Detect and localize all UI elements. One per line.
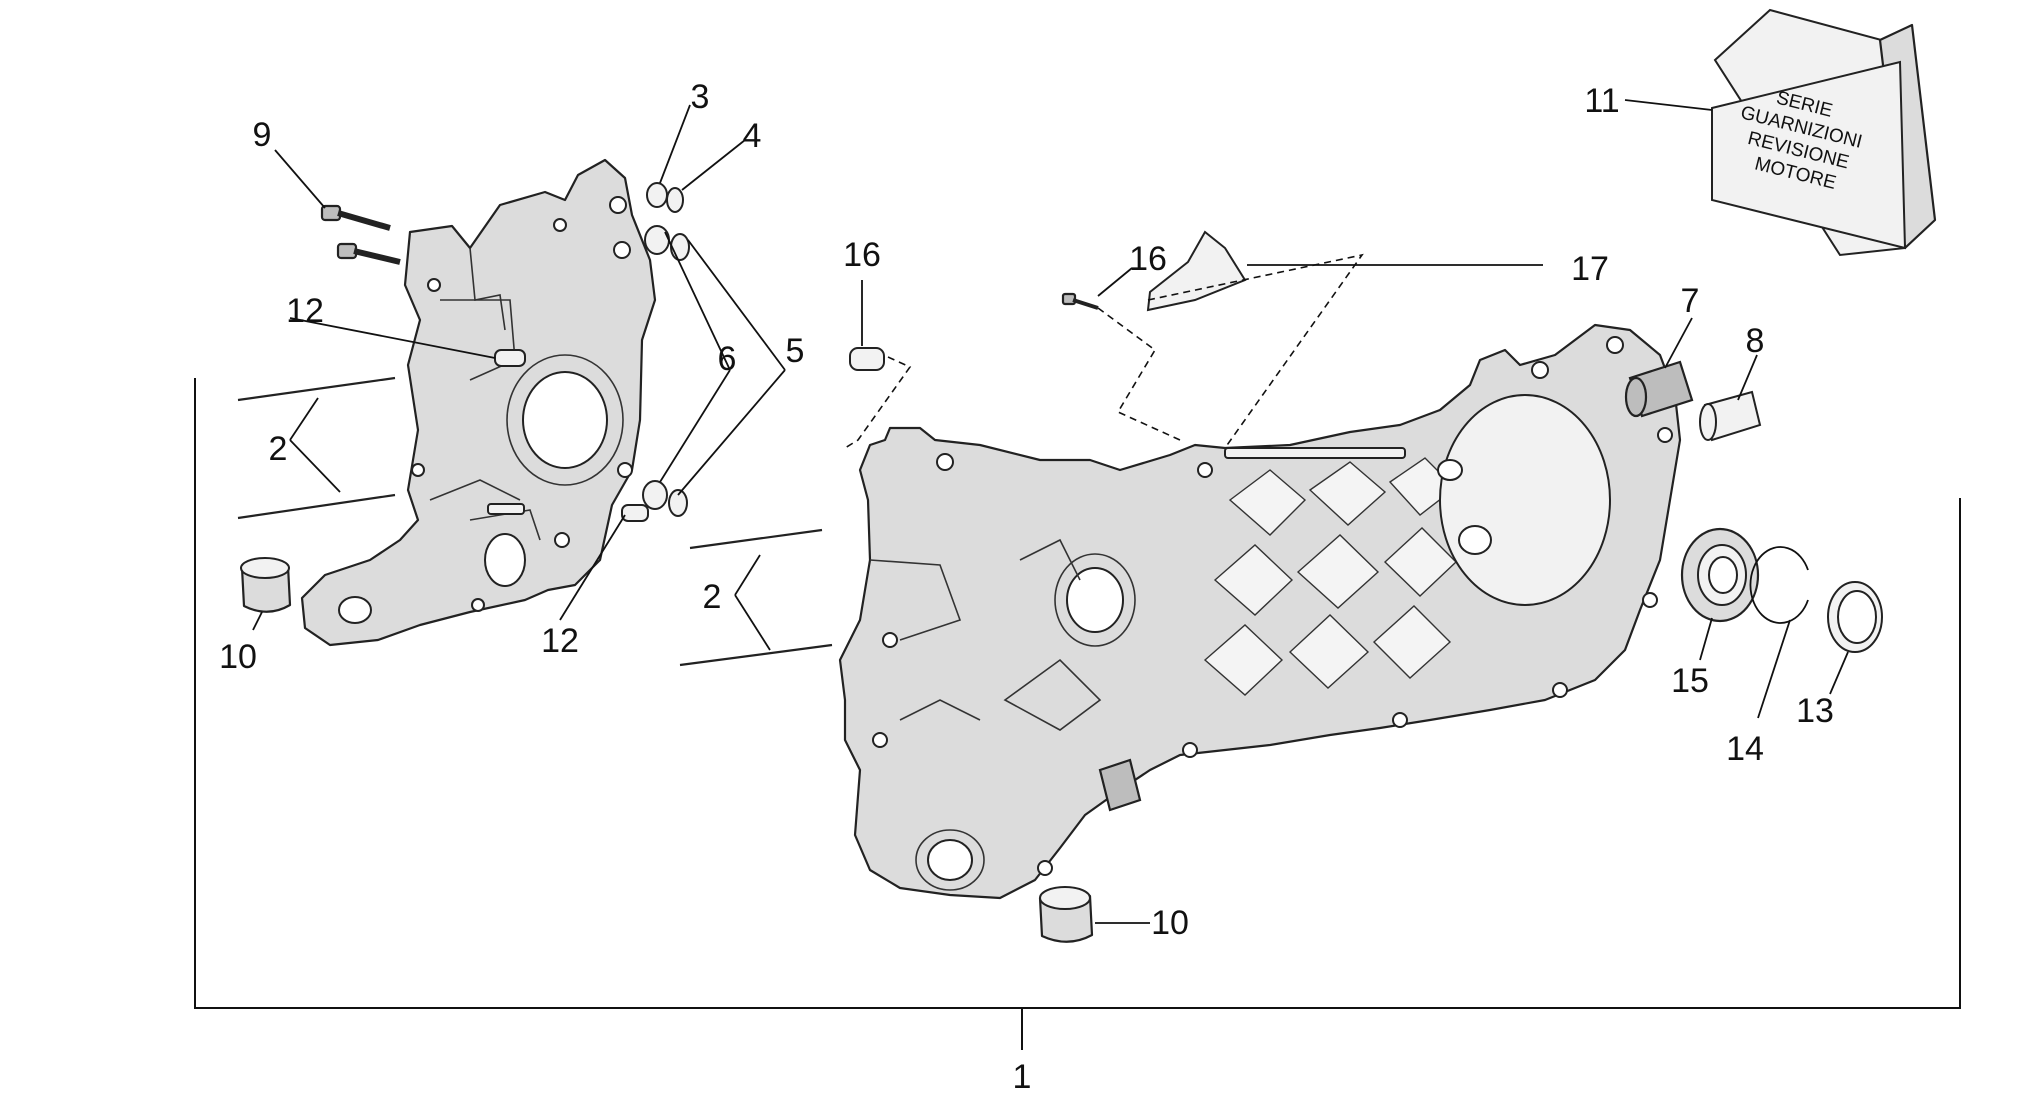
bearing-15 bbox=[1680, 527, 1760, 623]
callout-16-screw: 16 bbox=[1129, 240, 1167, 278]
callout-4: 4 bbox=[743, 117, 762, 155]
callout-12-bottom: 12 bbox=[541, 622, 579, 660]
callout-10-bottom: 10 bbox=[1151, 904, 1189, 942]
bushing-7 bbox=[1624, 360, 1694, 418]
screw-16 bbox=[1061, 292, 1099, 310]
callout-8: 8 bbox=[1746, 322, 1765, 360]
callout-17: 17 bbox=[1571, 250, 1609, 288]
bushing-10-left bbox=[240, 557, 292, 613]
main-crankcase bbox=[838, 323, 1682, 900]
crankcase-ribs bbox=[1203, 457, 1458, 696]
leader-lines bbox=[252, 99, 1849, 924]
studs-2 bbox=[237, 376, 833, 667]
callout-14: 14 bbox=[1726, 730, 1764, 768]
callout-3: 3 bbox=[691, 78, 710, 116]
dowel-16 bbox=[849, 347, 885, 371]
circlip-14 bbox=[1749, 546, 1809, 624]
callout-13: 13 bbox=[1796, 692, 1834, 730]
callout-2-left: 2 bbox=[269, 430, 288, 468]
callout-6: 6 bbox=[718, 340, 737, 378]
assembly-bracket bbox=[194, 378, 1961, 1050]
callout-15: 15 bbox=[1671, 662, 1709, 700]
callout-11: 11 bbox=[1584, 82, 1619, 120]
rings-3-4-5-6 bbox=[642, 182, 690, 517]
dashed-assembly-lines bbox=[844, 253, 1364, 449]
callout-16-dowel: 16 bbox=[843, 236, 881, 274]
cover-17 bbox=[1146, 230, 1247, 312]
callout-10-left: 10 bbox=[219, 638, 257, 676]
callout-7: 7 bbox=[1681, 282, 1700, 320]
callout-2-center: 2 bbox=[703, 578, 722, 616]
bushing-10-bottom bbox=[1038, 886, 1094, 943]
callout-1: 1 bbox=[1013, 1058, 1032, 1095]
pin-8 bbox=[1699, 390, 1762, 442]
callout-labels: 1 2 2 3 4 5 6 7 8 9 10 10 11 12 12 13 14… bbox=[219, 78, 1834, 1095]
callout-5: 5 bbox=[786, 332, 805, 370]
left-crankcase-half bbox=[300, 158, 657, 647]
callout-9: 9 bbox=[253, 116, 272, 154]
seal-13 bbox=[1827, 581, 1883, 653]
callout-12-top: 12 bbox=[286, 292, 324, 330]
gasket-kit-box-11: SERIE GUARNIZIONI REVISIONE MOTORE bbox=[1711, 8, 1937, 257]
bolts-9 bbox=[320, 204, 401, 265]
